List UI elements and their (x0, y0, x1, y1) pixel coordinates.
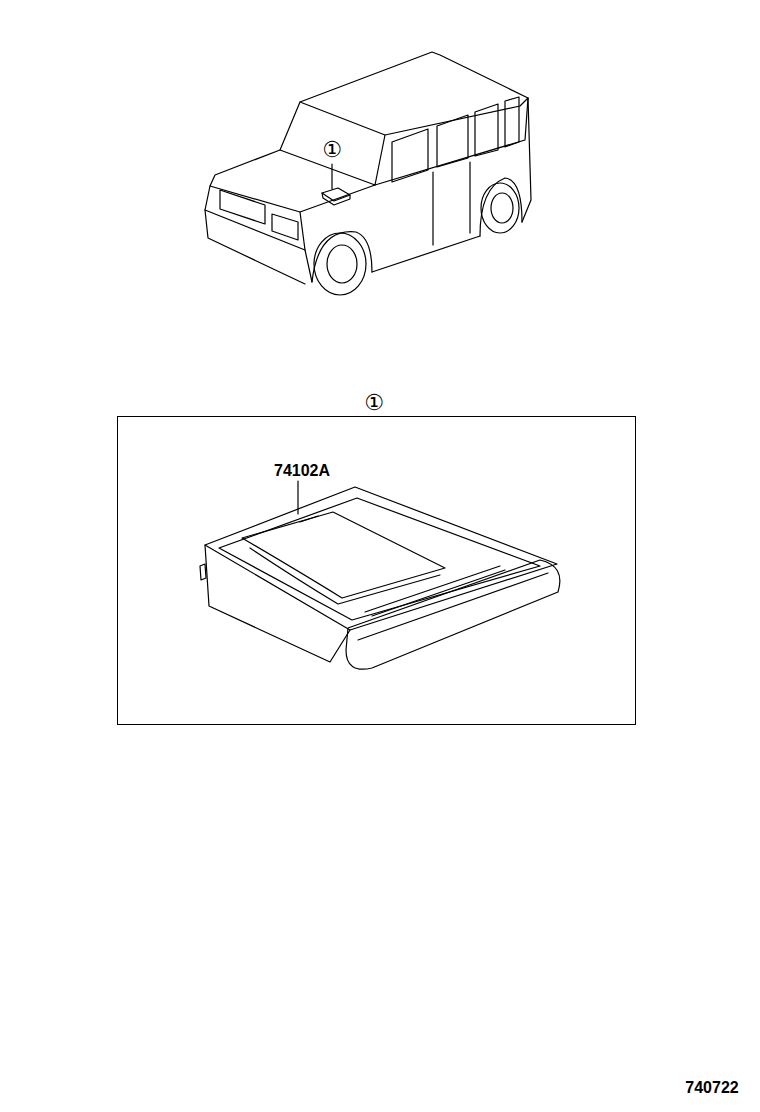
callout-number: ① (364, 391, 384, 415)
figure-frame: ①74102A (117, 416, 636, 725)
part-number: 74102A (274, 462, 330, 480)
leader-line (297, 481, 298, 514)
vehicle-drawing (205, 52, 531, 295)
leader-line (331, 164, 332, 189)
tray-drawing (200, 481, 560, 669)
figure-number: 740722 (685, 1079, 738, 1097)
callout-number: ① (322, 138, 342, 162)
